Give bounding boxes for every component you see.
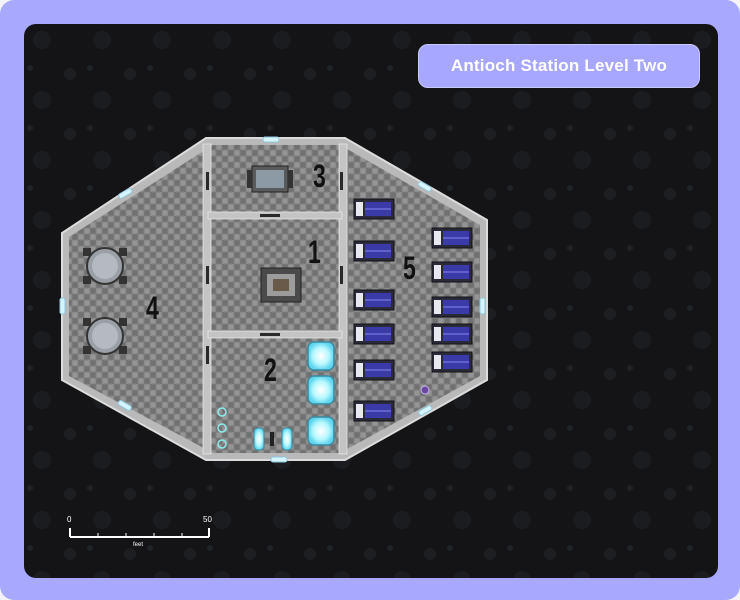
scale-end-label: 50: [203, 515, 212, 524]
bunk: [431, 261, 473, 283]
bunk: [353, 359, 395, 381]
scale-start-label: 0: [67, 515, 72, 524]
room-label-2: 2: [264, 352, 277, 388]
medical-tanks: [217, 341, 335, 451]
airlocks: [59, 136, 486, 463]
room-label-3: 3: [313, 158, 326, 194]
bunk: [353, 240, 395, 262]
bunk: [431, 323, 473, 345]
room-label-1: 1: [308, 234, 321, 270]
central-console: [260, 267, 302, 303]
map-title: Antioch Station Level Two: [450, 56, 668, 75]
doors: [206, 172, 343, 364]
scale-bar: [69, 528, 210, 538]
bunk: [353, 198, 395, 220]
map-title-banner: Antioch Station Level Two: [418, 44, 700, 88]
bunk: [431, 296, 473, 318]
room-label-4: 4: [146, 290, 159, 326]
beacon-marker: [420, 385, 430, 395]
bunk: [353, 400, 395, 422]
scale-unit-label: feet: [133, 542, 144, 548]
room-label-5: 5: [403, 250, 416, 286]
bunk: [353, 323, 395, 345]
bunk: [431, 227, 473, 249]
bunks: [353, 198, 473, 422]
round-tables: [83, 247, 127, 355]
bunk: [431, 351, 473, 373]
conference-table: [247, 165, 293, 193]
bunk: [353, 289, 395, 311]
